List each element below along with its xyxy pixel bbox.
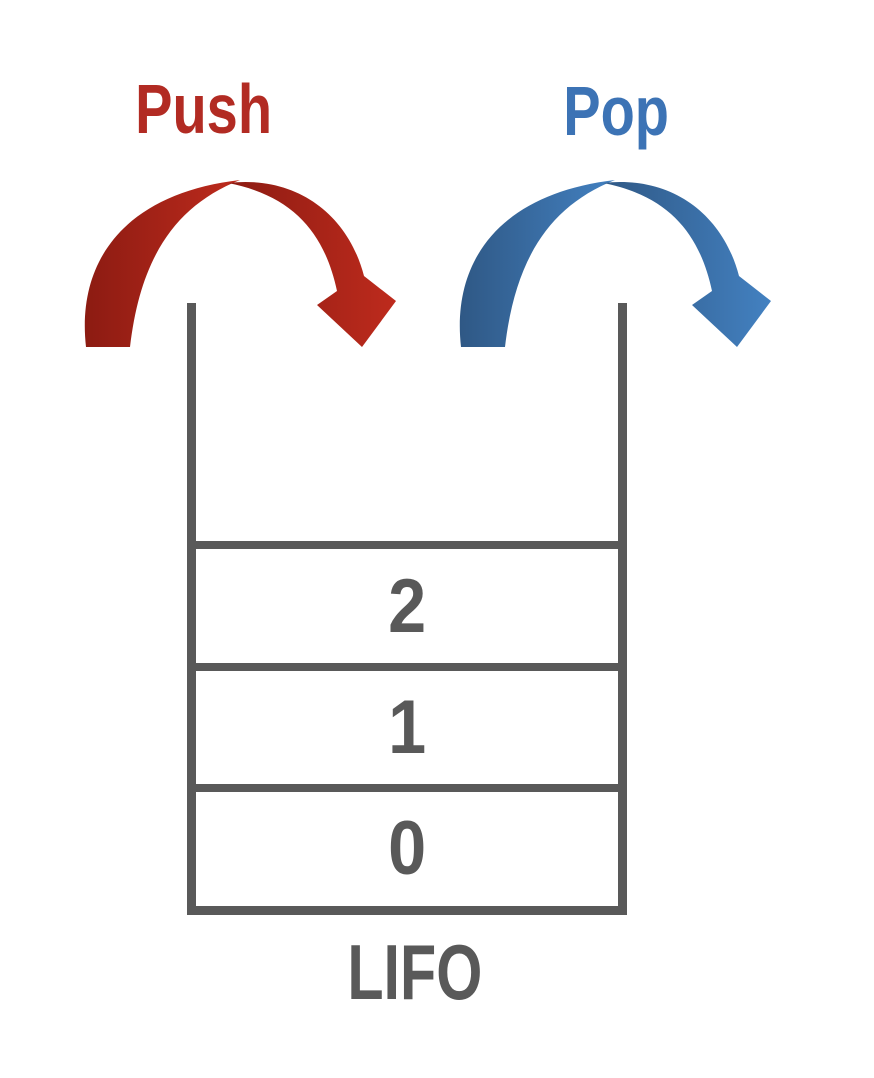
pop-label-text: Pop xyxy=(563,72,669,150)
stack-top-line xyxy=(187,541,627,549)
stack-left-wall xyxy=(187,303,196,915)
pop-arrow-icon xyxy=(459,180,771,347)
push-label-text: Push xyxy=(135,70,273,148)
stack-cell-bottom: 0 xyxy=(196,792,618,906)
stack-cell-top: 2 xyxy=(196,550,618,663)
stack-cell-middle: 1 xyxy=(196,672,618,784)
lifo-label: LIFO xyxy=(300,933,530,1011)
stack-cell-value: 2 xyxy=(387,563,427,649)
stack-cell-value: 0 xyxy=(387,806,427,891)
pop-label: Pop xyxy=(506,76,726,146)
stack-divider-line-2 xyxy=(187,784,627,792)
stack-divider-line-1 xyxy=(187,663,627,671)
push-label: Push xyxy=(94,74,314,144)
lifo-label-text: LIFO xyxy=(347,928,483,1016)
stack-right-wall xyxy=(618,303,627,915)
push-arrow-icon xyxy=(84,180,396,347)
stack-bottom-line xyxy=(187,906,627,915)
stack-cell-value: 1 xyxy=(387,685,427,770)
